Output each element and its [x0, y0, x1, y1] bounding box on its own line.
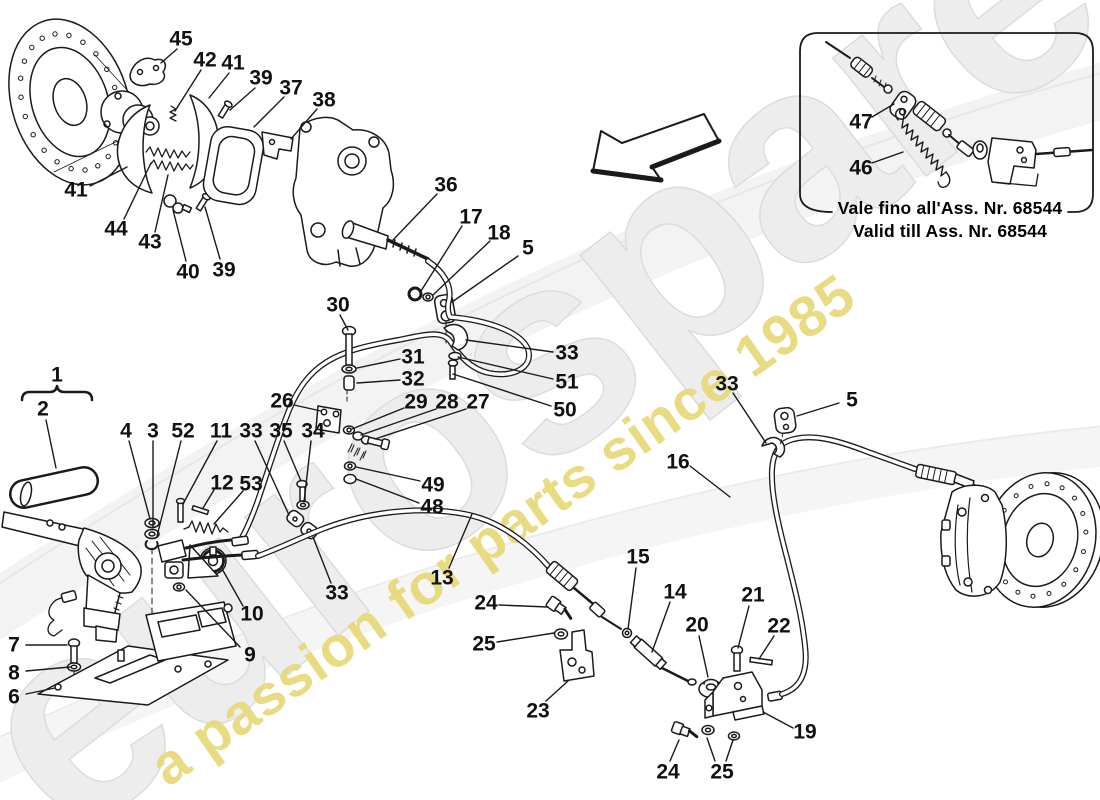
- leader-lines: [25, 48, 904, 762]
- bracket-19-assembly: [670, 645, 774, 741]
- part-callout-1: 1: [51, 363, 63, 387]
- part-callout-48: 48: [420, 495, 444, 519]
- part-callout-18: 18: [487, 221, 511, 245]
- part-callout-32: 32: [401, 367, 425, 391]
- part-callout-20: 20: [685, 613, 709, 637]
- bolt-30-stack: [341, 325, 357, 405]
- part-callout-15: 15: [626, 545, 650, 569]
- part-callout-51: 51: [555, 370, 579, 394]
- part-callout-35: 35: [269, 419, 293, 443]
- part-callout-44: 44: [104, 217, 128, 241]
- part-callout-24: 24: [474, 591, 498, 615]
- part-callout-28: 28: [435, 390, 459, 414]
- part-callout-21: 21: [741, 583, 765, 607]
- inset-caption-english: Valid till Ass. Nr. 68544: [852, 221, 1048, 241]
- part-callout-47: 47: [849, 110, 873, 134]
- part-callout-41: 41: [64, 178, 88, 202]
- part-callout-3: 3: [147, 419, 159, 443]
- bracket-26-cluster: [315, 405, 391, 485]
- handbrake-lever-assembly: [1, 466, 259, 643]
- part-callout-37: 37: [279, 76, 303, 100]
- inset-caption-italian: Vale fino all'Ass. Nr. 68544: [837, 198, 1063, 218]
- part-callout-27: 27: [466, 390, 490, 414]
- part-callout-30: 30: [326, 293, 350, 317]
- base-plate-assembly: [37, 601, 237, 706]
- part-callout-29: 29: [404, 390, 428, 414]
- part-callout-26: 26: [270, 389, 294, 413]
- part-callout-4: 4: [120, 419, 132, 443]
- brake-caliper: [940, 484, 1008, 597]
- part-callout-16: 16: [666, 450, 690, 474]
- part-callout-7: 7: [8, 633, 20, 657]
- part-callout-13: 13: [430, 566, 454, 590]
- bracket-1-brace: [20, 384, 94, 402]
- part-callout-5: 5: [846, 388, 858, 412]
- part-callout-42: 42: [193, 48, 217, 72]
- part-callout-19: 19: [793, 720, 817, 744]
- part-callout-40: 40: [176, 260, 200, 284]
- part-callout-23: 23: [526, 699, 550, 723]
- part-callout-22: 22: [767, 614, 791, 638]
- part-callout-25: 25: [710, 760, 734, 784]
- inset-spring-assembly: [825, 41, 1094, 189]
- part-callout-24: 24: [656, 760, 680, 784]
- part-callout-52: 52: [171, 419, 195, 443]
- part-callout-14: 14: [663, 580, 687, 604]
- part-callout-5: 5: [522, 236, 534, 260]
- cable-loop: [237, 258, 532, 544]
- part-callout-6: 6: [8, 685, 20, 709]
- rear-cable-long: [255, 443, 697, 686]
- part-callout-11: 11: [209, 419, 233, 443]
- rear-disc-assembly: [940, 472, 1100, 608]
- part-callout-33: 33: [555, 341, 579, 365]
- part-callout-33: 33: [715, 372, 739, 396]
- part-callout-17: 17: [459, 205, 483, 229]
- part-callout-31: 31: [401, 345, 425, 369]
- part-callout-33: 33: [239, 419, 263, 443]
- part-callout-45: 45: [169, 27, 193, 51]
- part-callout-38: 38: [312, 88, 336, 112]
- part-callout-8: 8: [8, 661, 20, 685]
- part-callout-53: 53: [239, 472, 263, 496]
- part-callout-39: 39: [212, 258, 236, 282]
- front-disc-assembly: [8, 18, 160, 186]
- bracket-23-assembly: [545, 595, 595, 682]
- part-callout-43: 43: [138, 230, 162, 254]
- part-callout-39: 39: [249, 66, 273, 90]
- part-callout-46: 46: [849, 156, 873, 180]
- part-callout-36: 36: [434, 173, 458, 197]
- part-callout-41: 41: [221, 51, 245, 75]
- part-callout-2: 2: [37, 397, 49, 421]
- part-callout-25: 25: [472, 632, 496, 656]
- part-callout-49: 49: [421, 473, 445, 497]
- part-callout-10: 10: [240, 602, 264, 626]
- direction-arrow: [590, 113, 722, 183]
- cable-end-boot: [341, 220, 430, 261]
- shoe-carrier-ring: [202, 125, 294, 206]
- part-callout-9: 9: [244, 643, 256, 667]
- part-callout-33: 33: [325, 581, 349, 605]
- inset-box: [799, 32, 1094, 213]
- part-callout-34: 34: [301, 419, 325, 443]
- part-callout-12: 12: [210, 471, 234, 495]
- part-callout-50: 50: [553, 398, 577, 422]
